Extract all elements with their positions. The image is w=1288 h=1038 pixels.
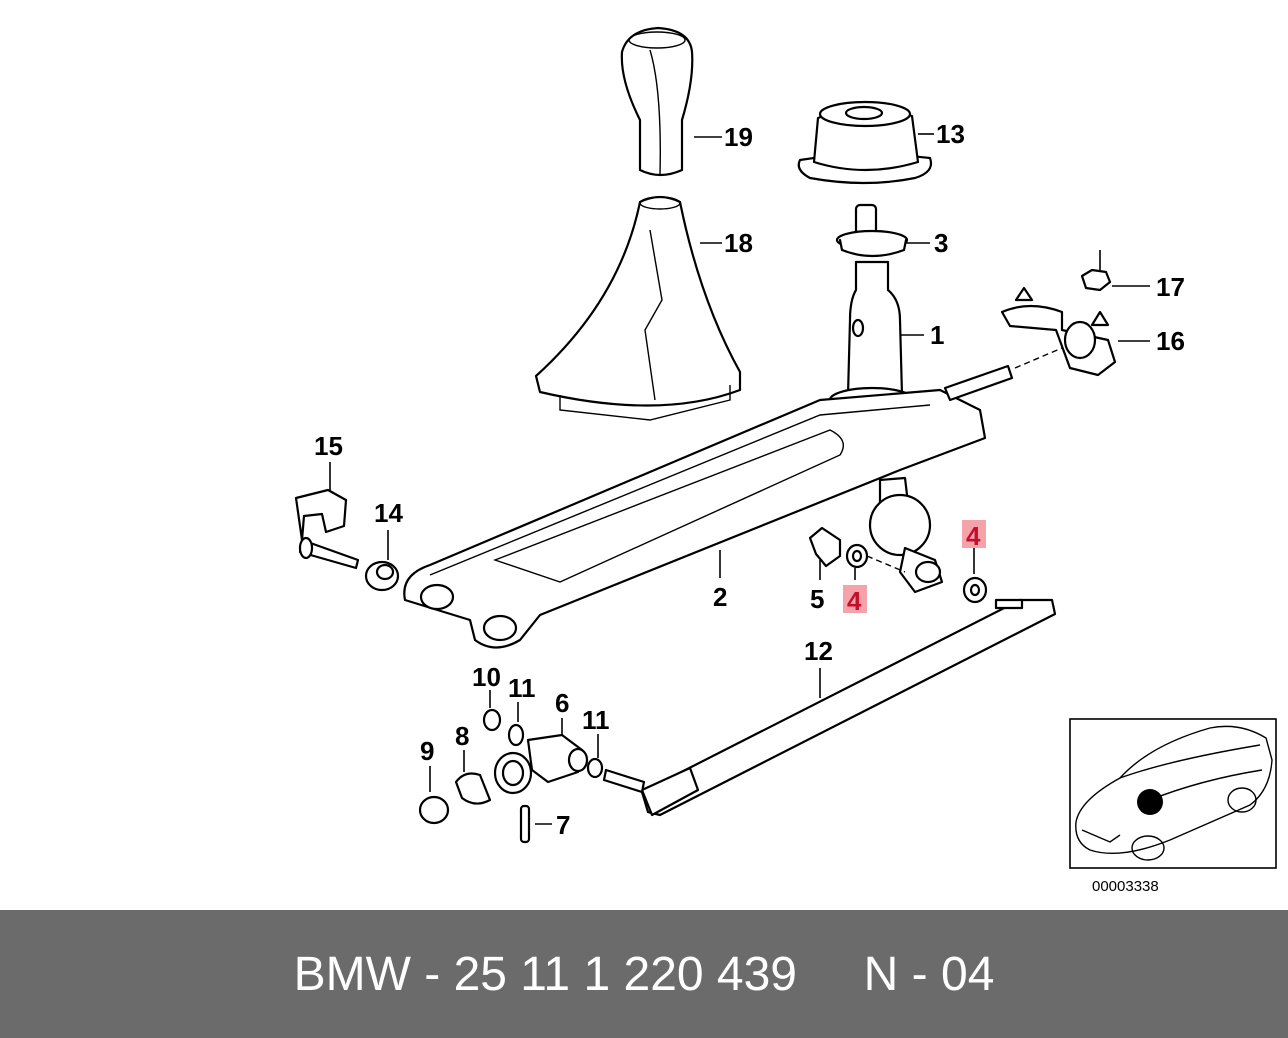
- reference-number: 00003338: [1092, 878, 1159, 895]
- part-12-shift-rod: [602, 598, 1057, 817]
- part-11-ring-a: [507, 723, 525, 747]
- callout-16: 16: [1156, 326, 1185, 356]
- assembly-line: [866, 555, 906, 573]
- part-4-washer-b: [962, 576, 988, 604]
- console-rod: [943, 347, 1063, 402]
- vehicle-location-inset: [1069, 718, 1277, 869]
- part-9-cap: [418, 795, 450, 825]
- part-19-gear-knob: [620, 26, 694, 177]
- part-14-grommet: [364, 560, 400, 592]
- part-1-shift-lever: [828, 260, 916, 414]
- part-number-caption: BMW - 25 11 1 220 439 N - 04: [293, 947, 995, 1001]
- callout-10: 10: [472, 662, 501, 692]
- part-2-shift-console: [403, 388, 987, 649]
- leader-lines: [329, 133, 1150, 825]
- location-marker-icon: [1137, 789, 1163, 815]
- part-6-joint: [526, 733, 589, 784]
- callout-8: 8: [455, 721, 469, 751]
- callout-5: 5: [810, 584, 824, 614]
- part-3-bushing: [835, 203, 909, 258]
- callout-13: 13: [936, 119, 965, 149]
- part-18-shift-boot: [534, 195, 742, 421]
- footer-bar: BMW - 25 11 1 220 439 N - 04: [0, 910, 1288, 1038]
- part-7-pin: [519, 804, 531, 844]
- callout-3: 3: [934, 228, 948, 258]
- callout-14: 14: [374, 498, 403, 528]
- callout-17: 17: [1156, 272, 1185, 302]
- part-11-ring-b: [586, 757, 604, 779]
- callout-12: 12: [804, 636, 833, 666]
- part-16-bracket: [1000, 286, 1117, 377]
- callout-19: 19: [724, 122, 753, 152]
- callout-4a-highlight: [962, 520, 986, 548]
- callout-4a: 4: [966, 521, 981, 551]
- parts-diagram: 19 13 18 3 17 1 16 15 14 4 2 5 4 12 10 1…: [294, 26, 1277, 895]
- callout-1: 1: [930, 320, 944, 350]
- callout-18: 18: [724, 228, 753, 258]
- callout-9: 9: [420, 736, 434, 766]
- part-4-washer-a: [845, 543, 869, 569]
- part-10-circlip: [482, 708, 502, 732]
- callout-2: 2: [713, 582, 727, 612]
- part-5-clip: [808, 526, 842, 568]
- callout-6: 6: [555, 688, 569, 718]
- ball-joint: [868, 476, 944, 594]
- part-15-pin: [294, 488, 360, 570]
- callout-7: 7: [556, 810, 570, 840]
- part-13-rubber-boot: [797, 100, 933, 185]
- callout-4b-highlight: [843, 585, 867, 613]
- part-8-bushing: [454, 751, 533, 805]
- callout-11b: 11: [582, 705, 610, 735]
- part-17-nut: [1080, 268, 1112, 292]
- callout-4b: 4: [847, 586, 862, 616]
- callout-11a: 11: [508, 673, 536, 703]
- callout-15: 15: [314, 431, 343, 461]
